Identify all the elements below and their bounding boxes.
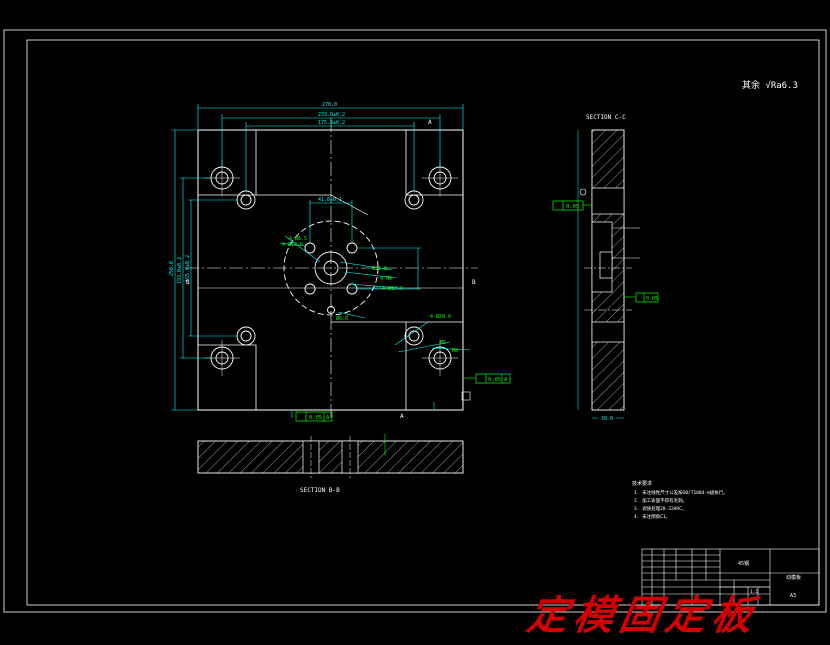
callout-9: M8 (452, 348, 458, 354)
watermark: 定 模 固 定 板 (524, 588, 828, 644)
datum-box (461, 391, 471, 401)
watermark-char-3: 固 (615, 592, 665, 639)
tol-datum-1: A (504, 377, 508, 383)
tol-parallel-1: 0.05 (488, 377, 501, 383)
section-bb-hatch (197, 440, 464, 474)
plate-outline (197, 129, 464, 411)
watermark-char-5: 板 (707, 592, 757, 639)
callout-8: M5 (440, 340, 446, 346)
dim-overall-height: 250.0 (169, 261, 175, 276)
watermark-char-4: 定 (661, 592, 711, 639)
callout-6: 4-Ø28.0 (430, 313, 451, 320)
dim-inner-width-2: 175.0±0.2 (318, 120, 345, 126)
tech-req-item-4: 4. 未注倒角C1。 (634, 513, 670, 520)
title-drawing-no: A3 (790, 593, 796, 599)
watermark-char-2: 模 (569, 592, 619, 639)
section-letter-a-top: A (428, 119, 432, 126)
callout-7: Ø6.0 (336, 315, 348, 322)
tol-parallel-2: 0.05 (309, 415, 322, 421)
section-letters: A A B B (186, 119, 476, 420)
tech-req-item-1: 1. 未注线性尺寸公差按GB/T1804-m级执行。 (634, 489, 728, 496)
roughness-note: 其余 √Ra6.3 (742, 79, 798, 91)
title-part-name: 动模板 (786, 574, 801, 581)
dimension-lines (171, 104, 471, 418)
callout-2: 4-Ø12.0 (282, 241, 303, 248)
dim-inner-width-1: 233.0±0.2 (318, 112, 345, 118)
title-material: 45钢 (738, 560, 749, 567)
section-letter-a-bottom: A (400, 413, 404, 420)
plan-view: 270.0 233.0±0.2 175.0±0.2 250.0 193.0±0.… (169, 102, 511, 422)
callout-3: Ø22.0 (372, 265, 387, 272)
dim-inner-height-2: 155.0±0.2 (185, 255, 191, 282)
callouts: 4-Ø6.5 4-Ø12.0 Ø22.0 4-M6 4-Ø17.0 4-Ø28.… (282, 235, 458, 354)
tol-flatness: 0.05 (566, 204, 579, 210)
dim-overall-width: 270.0 (322, 102, 337, 108)
title-block (641, 548, 820, 606)
technical-requirements: 技术要求 1. 未注线性尺寸公差按GB/T1804-m级执行。 2. 加工表面不… (632, 480, 728, 520)
tol-cc-parallel: 0.05 (646, 296, 658, 302)
pocket-outline (198, 130, 463, 410)
dim-cc-thickness: 30.0 (601, 416, 613, 422)
tech-req-item-2: 2. 加工表面不得有毛刺。 (634, 497, 687, 504)
tech-req-item-3: 3. 调质处理28-32HRC。 (634, 505, 686, 512)
tolerance-frame-right: 0.05 A (463, 373, 511, 384)
tolerance-frame-bottom: 0.05 A (295, 411, 333, 422)
section-bb-view: SECTION B-B (197, 434, 464, 494)
dimension-texts: 270.0 233.0±0.2 175.0±0.2 250.0 193.0±0.… (169, 102, 345, 284)
callout-5: 4-Ø17.0 (382, 285, 403, 292)
callout-4: 4-M6 (380, 276, 392, 282)
watermark-char-1: 定 (523, 592, 573, 639)
section-letter-b-right: B (472, 279, 476, 286)
section-bb-label: SECTION B-B (300, 487, 340, 494)
section-cc-label: SECTION C-C (586, 114, 626, 121)
tech-req-title: 技术要求 (632, 480, 652, 487)
title-scale: 1:1 (750, 589, 758, 595)
dim-inner-height-1: 193.0±0.2 (177, 257, 183, 284)
section-letter-b-left: B (186, 279, 190, 286)
dim-hole-spacing: 41.0±0.1 (318, 197, 342, 203)
section-cc-view: SECTION C-C 30.0 0.05 0.05 (552, 114, 659, 422)
tol-datum-2: A (326, 415, 330, 421)
inner-frame (26, 39, 820, 606)
outer-frame (3, 29, 827, 613)
callout-1: 4-Ø6.5 (289, 235, 307, 242)
